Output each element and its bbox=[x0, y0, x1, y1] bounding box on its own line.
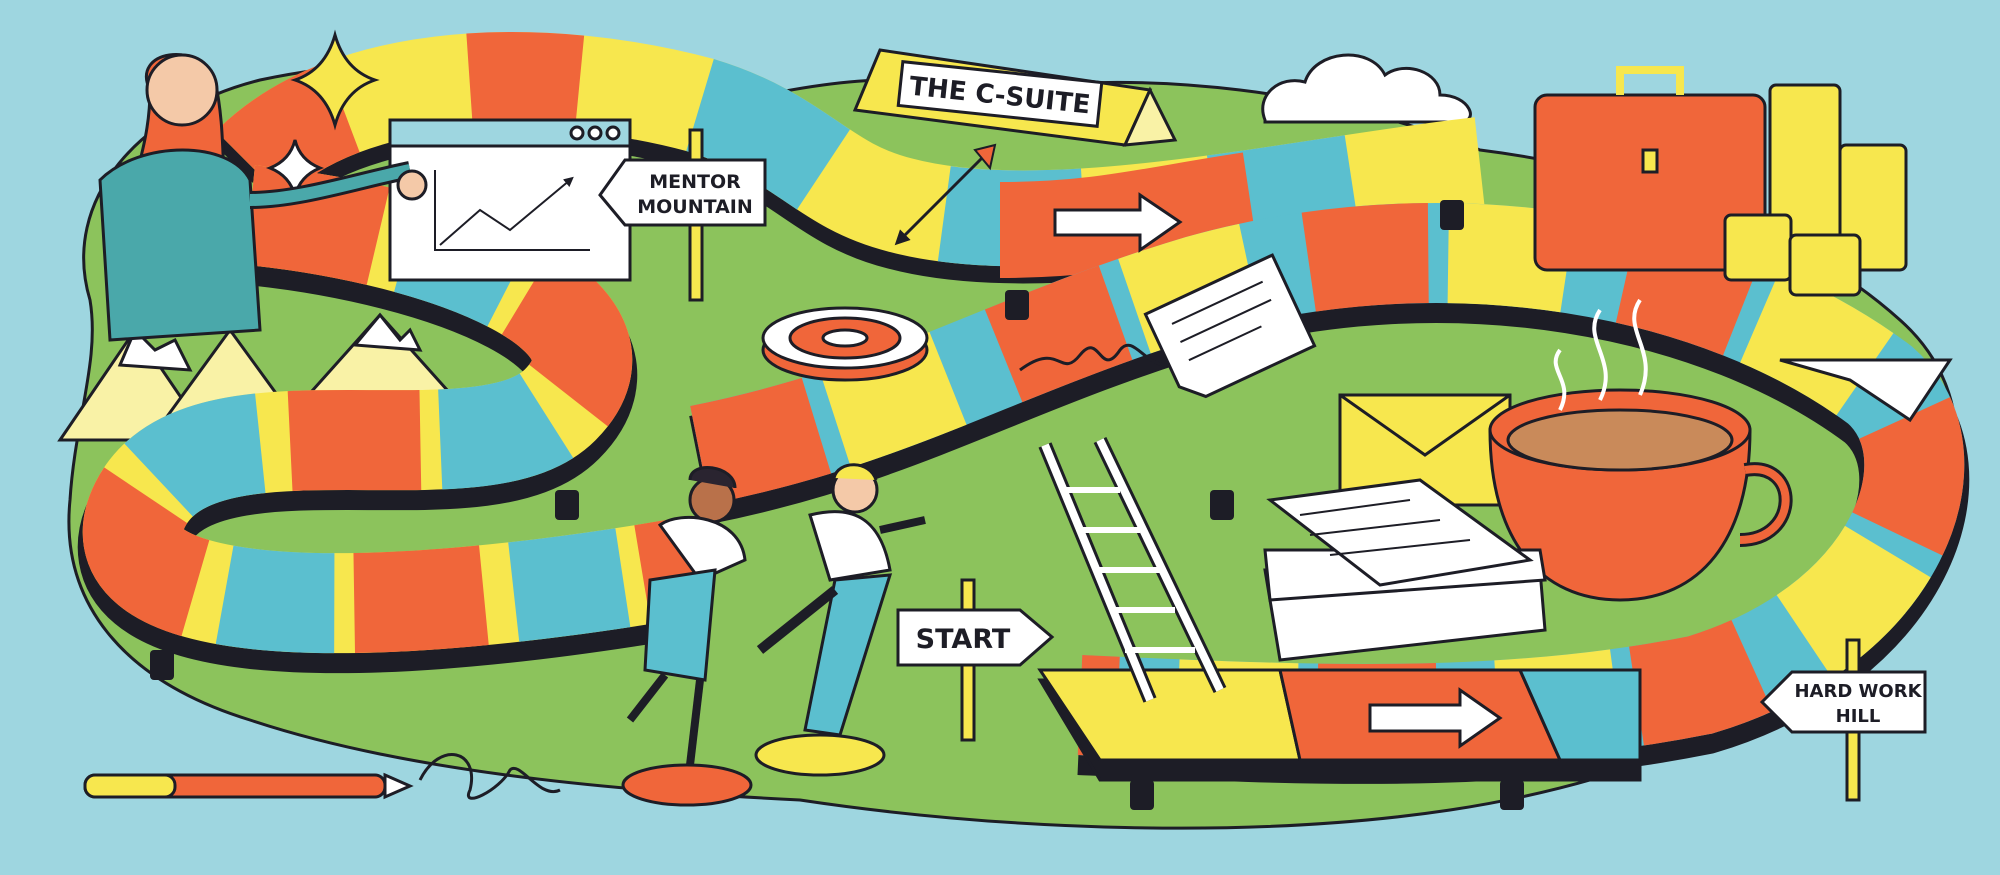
hard-work-hill-sign: HARD WORK HILL bbox=[1759, 670, 1927, 734]
dart-icon bbox=[894, 143, 997, 246]
hard-work-hill-label-line1: HARD WORK bbox=[1794, 681, 1922, 702]
target-disc bbox=[761, 306, 929, 382]
track-legs bbox=[150, 200, 1524, 810]
mentor-mountain-sign: MENTOR MOUNTAIN bbox=[598, 158, 767, 227]
running-woman-figure bbox=[626, 466, 747, 766]
briefcase-icon bbox=[1533, 66, 1767, 272]
right-arrow-icon bbox=[1053, 192, 1183, 253]
start-sign: START bbox=[896, 608, 1055, 667]
growth-chart-window bbox=[388, 118, 632, 282]
right-arrow-icon bbox=[1368, 687, 1503, 749]
pen-icon bbox=[83, 772, 414, 800]
mentor-mountain-label-line1: MENTOR bbox=[649, 171, 741, 193]
running-man-figure bbox=[756, 463, 926, 737]
signature-scribble bbox=[1019, 343, 1181, 372]
sparkle-icon bbox=[290, 29, 380, 131]
contract-document bbox=[1143, 253, 1317, 399]
c-suite-sign: THE C-SUITE bbox=[852, 48, 1178, 147]
player-discs bbox=[621, 733, 886, 807]
coffee-cup bbox=[1488, 298, 1793, 602]
start-platform bbox=[1037, 668, 1642, 782]
hard-work-hill-label-line2: HILL bbox=[1836, 706, 1881, 727]
track-left-curve bbox=[77, 165, 710, 674]
ladder bbox=[1038, 436, 1227, 703]
cloud-icon bbox=[1261, 53, 1472, 124]
pen-scribble bbox=[418, 753, 561, 800]
start-label: START bbox=[916, 624, 1011, 655]
coin-stacks bbox=[1723, 83, 1908, 297]
mentor-figure bbox=[98, 53, 428, 342]
mentor-mountain-label-line2: MOUNTAIN bbox=[637, 196, 753, 218]
paper-plane-icon bbox=[1779, 358, 1953, 423]
paper-stack bbox=[1263, 478, 1547, 662]
track-upper bbox=[214, 32, 1486, 284]
